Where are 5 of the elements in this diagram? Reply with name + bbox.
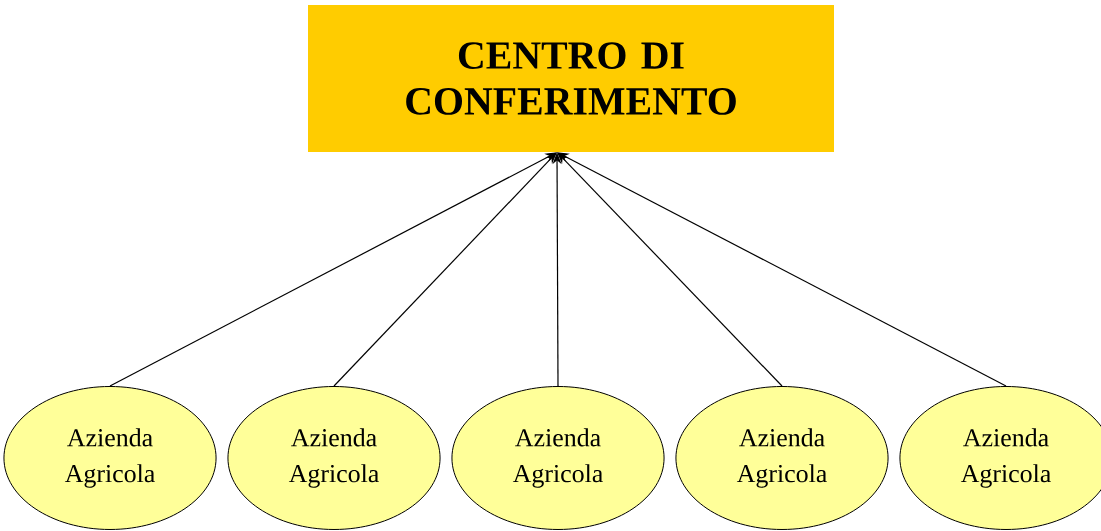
arrow (109, 152, 557, 387)
arrow (557, 152, 783, 387)
arrow (333, 152, 557, 387)
arrow (557, 152, 1007, 387)
title-box: CENTRO DI CONFERIMENTO (308, 5, 834, 152)
